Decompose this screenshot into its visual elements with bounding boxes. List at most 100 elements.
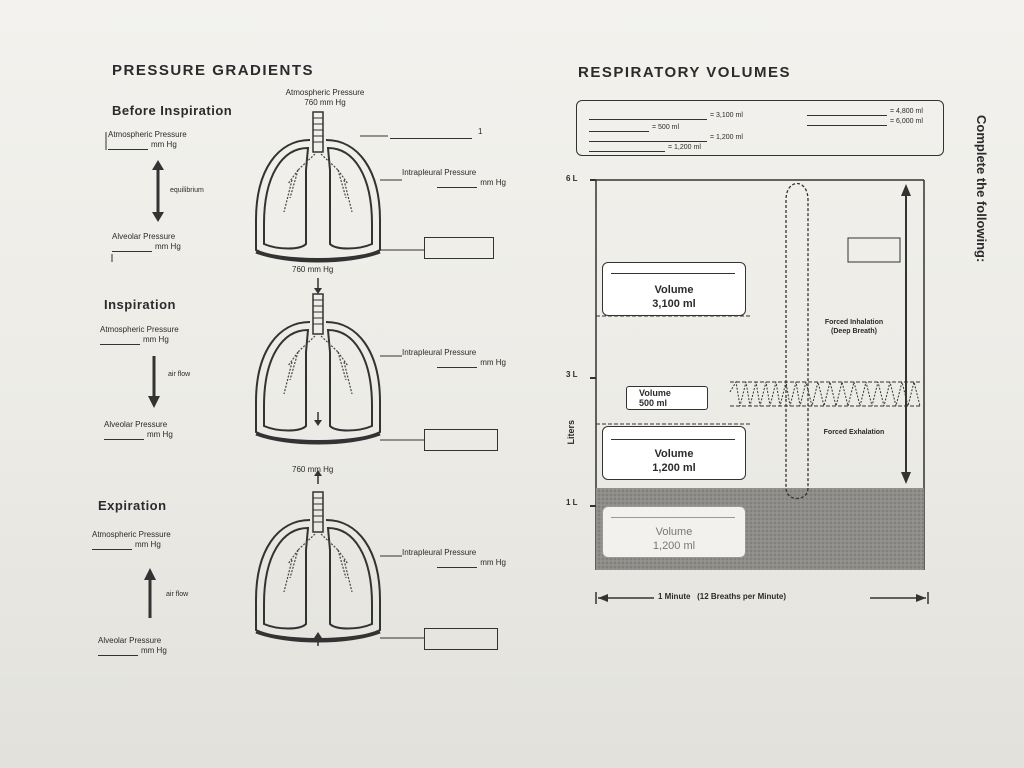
volume-3100-box: Volume 3,100 ml (602, 262, 746, 316)
before-alveolar-label: Alveolar Pressure (112, 232, 176, 241)
before-alveolar-blank[interactable] (112, 243, 152, 252)
before-intrapleural-field: Intrapleural Pressure mm Hg (402, 168, 506, 188)
expiration-alveolar-unit: mm Hg (141, 646, 167, 655)
legend-1200a: = 1,200 ml (710, 134, 743, 141)
x-axis-arrows (595, 592, 929, 604)
inspiration-intrapleural-blank[interactable] (437, 359, 478, 368)
volume-3100-value: 3,100 ml (652, 298, 696, 310)
expiration-flow-label: air flow (166, 591, 189, 598)
pressure-gradients-title: PRESSURE GRADIENTS (112, 62, 315, 79)
legend-blank-6[interactable] (807, 117, 887, 126)
expiration-alveolar-field: Alveolar Pressure mm Hg (98, 636, 218, 656)
legend-row-1: = 3,100 ml (589, 111, 743, 120)
before-alveolar-field: Alveolar Pressure mm Hg (112, 232, 232, 252)
legend-blank-5[interactable] (807, 107, 887, 116)
y-tick-1l: 1 L (566, 498, 578, 507)
before-flow-label: equilibrium (170, 187, 204, 194)
volume-1200a-value: 1,200 ml (652, 462, 696, 474)
legend-blank-2[interactable] (589, 123, 649, 132)
inspiration-alveolar-blank[interactable] (104, 431, 144, 440)
legend-6000: = 6,000 ml (890, 118, 923, 125)
volume-500-box: Volume 500 ml (626, 386, 708, 410)
legend-4800: = 4,800 ml (890, 108, 923, 115)
expiration-heading: Expiration (98, 498, 167, 513)
expiration-atm-field: Atmospheric Pressure mm Hg (92, 530, 222, 550)
inspiration-atm-unit: mm Hg (143, 335, 169, 344)
inspiration-atm-label: Atmospheric Pressure (100, 325, 179, 334)
lung-diagram-before (254, 110, 382, 263)
expiration-alveolar-blank[interactable] (98, 647, 138, 656)
legend-blank-1[interactable] (589, 111, 707, 120)
before-atm-blank[interactable] (108, 141, 148, 150)
expiration-atm-unit: mm Hg (135, 540, 161, 549)
before-top-answer-line[interactable] (390, 129, 472, 139)
volume-1200b-value: 1,200 ml (652, 540, 696, 552)
legend-row-2: = 500 ml (589, 123, 679, 132)
legend-row-6: = 6,000 ml (807, 117, 923, 126)
volume-3100-blank[interactable] (611, 273, 735, 274)
expiration-answer-box[interactable] (424, 628, 498, 650)
expiration-intrapleural-field: Intrapleural Pressure mm Hg (402, 548, 506, 568)
volume-3100-label: Volume 3,100 ml (603, 283, 745, 311)
legend-blank-4[interactable] (589, 143, 665, 152)
atmospheric-pressure-top-label: Atmospheric Pressure (285, 88, 365, 97)
expiration-atm-top: 760 mm Hg (292, 465, 334, 474)
before-alveolar-unit: mm Hg (155, 242, 181, 251)
volume-3100-name: Volume (654, 284, 694, 296)
inspiration-answer-box[interactable] (424, 429, 498, 451)
forced-exhalation-label: Forced Exhalation (823, 429, 885, 436)
expiration-alveolar-label: Alveolar Pressure (98, 636, 162, 645)
lung-diagram-expiration (254, 490, 382, 643)
before-atm-pressure-field: Atmospheric Pressure mm Hg (108, 130, 228, 150)
before-inspiration-heading: Before Inspiration (112, 103, 233, 118)
volume-legend-box: = 3,100 ml = 500 ml = 1,200 ml = 1,200 m… (576, 100, 944, 156)
legend-1200b: = 1,200 ml (668, 144, 701, 151)
inspiration-atm-field: Atmospheric Pressure mm Hg (100, 325, 224, 345)
legend-row-4: = 1,200 ml (589, 143, 701, 152)
lung-illustrations (105, 110, 424, 646)
inspiration-arrow-down (148, 356, 160, 408)
legend-blank-3[interactable] (589, 133, 707, 142)
volume-1200b-box: Volume 1,200 ml (602, 506, 746, 558)
volume-1200a-blank[interactable] (611, 439, 735, 440)
volume-1200b-label: Volume 1,200 ml (603, 525, 745, 553)
volume-500-label: Volume 500 ml (639, 388, 707, 408)
volume-1200a-label: Volume 1,200 ml (603, 447, 745, 475)
expiration-atm-blank[interactable] (92, 541, 132, 550)
volume-1200b-blank[interactable] (611, 517, 735, 518)
expiration-intrapleural-label: Intrapleural Pressure (402, 548, 477, 557)
equilibrium-double-arrow (152, 160, 164, 222)
legend-3100: = 3,100 ml (710, 112, 743, 119)
atmospheric-pressure-top-value: 760 mm Hg (304, 98, 346, 107)
inspiration-atm-top: 760 mm Hg (292, 265, 334, 274)
top-right-answer-box[interactable] (847, 237, 901, 263)
x-axis-time: 1 Minute (12 Breaths per Minute) (594, 590, 930, 606)
complete-following-text: Complete the following: (974, 115, 989, 263)
before-intrapleural-unit: mm Hg (480, 178, 506, 187)
deep-breath-loop (785, 183, 809, 500)
inspiration-intrapleural-field: Intrapleural Pressure mm Hg (402, 348, 506, 368)
inspiration-heading: Inspiration (104, 297, 176, 312)
forced-inhalation-label: Forced Inhalation (Deep Breath) (824, 319, 884, 335)
x-axis-label: 1 Minute (12 Breaths per Minute) (658, 592, 787, 601)
volume-1200a-box: Volume 1,200 ml (602, 426, 746, 480)
before-atm-unit: mm Hg (151, 140, 177, 149)
inspiration-atm-blank[interactable] (100, 336, 140, 345)
y-tick-3l: 3 L (566, 370, 578, 379)
expiration-intrapleural-blank[interactable] (437, 559, 478, 568)
expiration-intrapleural-unit: mm Hg (480, 558, 506, 567)
inspiration-flow-label: air flow (168, 371, 191, 378)
before-top-mark: 1 (478, 127, 483, 136)
y-axis-label: Liters (566, 420, 576, 445)
tidal-breathing-trace (729, 380, 921, 407)
legend-row-3: = 1,200 ml (589, 133, 743, 142)
before-bottom-answer-box[interactable] (424, 237, 494, 259)
volume-1200b-name: Volume (655, 526, 693, 538)
inspiration-intrapleural-unit: mm Hg (480, 358, 506, 367)
y-tick-6l: 6 L (566, 174, 578, 183)
atmospheric-pressure-top: Atmospheric Pressure 760 mm Hg (270, 88, 380, 108)
before-intrapleural-blank[interactable] (437, 179, 478, 188)
volume-500-name: Volume (639, 388, 671, 398)
inspiration-intrapleural-label: Intrapleural Pressure (402, 348, 477, 357)
inspiration-alveolar-label: Alveolar Pressure (104, 420, 168, 429)
